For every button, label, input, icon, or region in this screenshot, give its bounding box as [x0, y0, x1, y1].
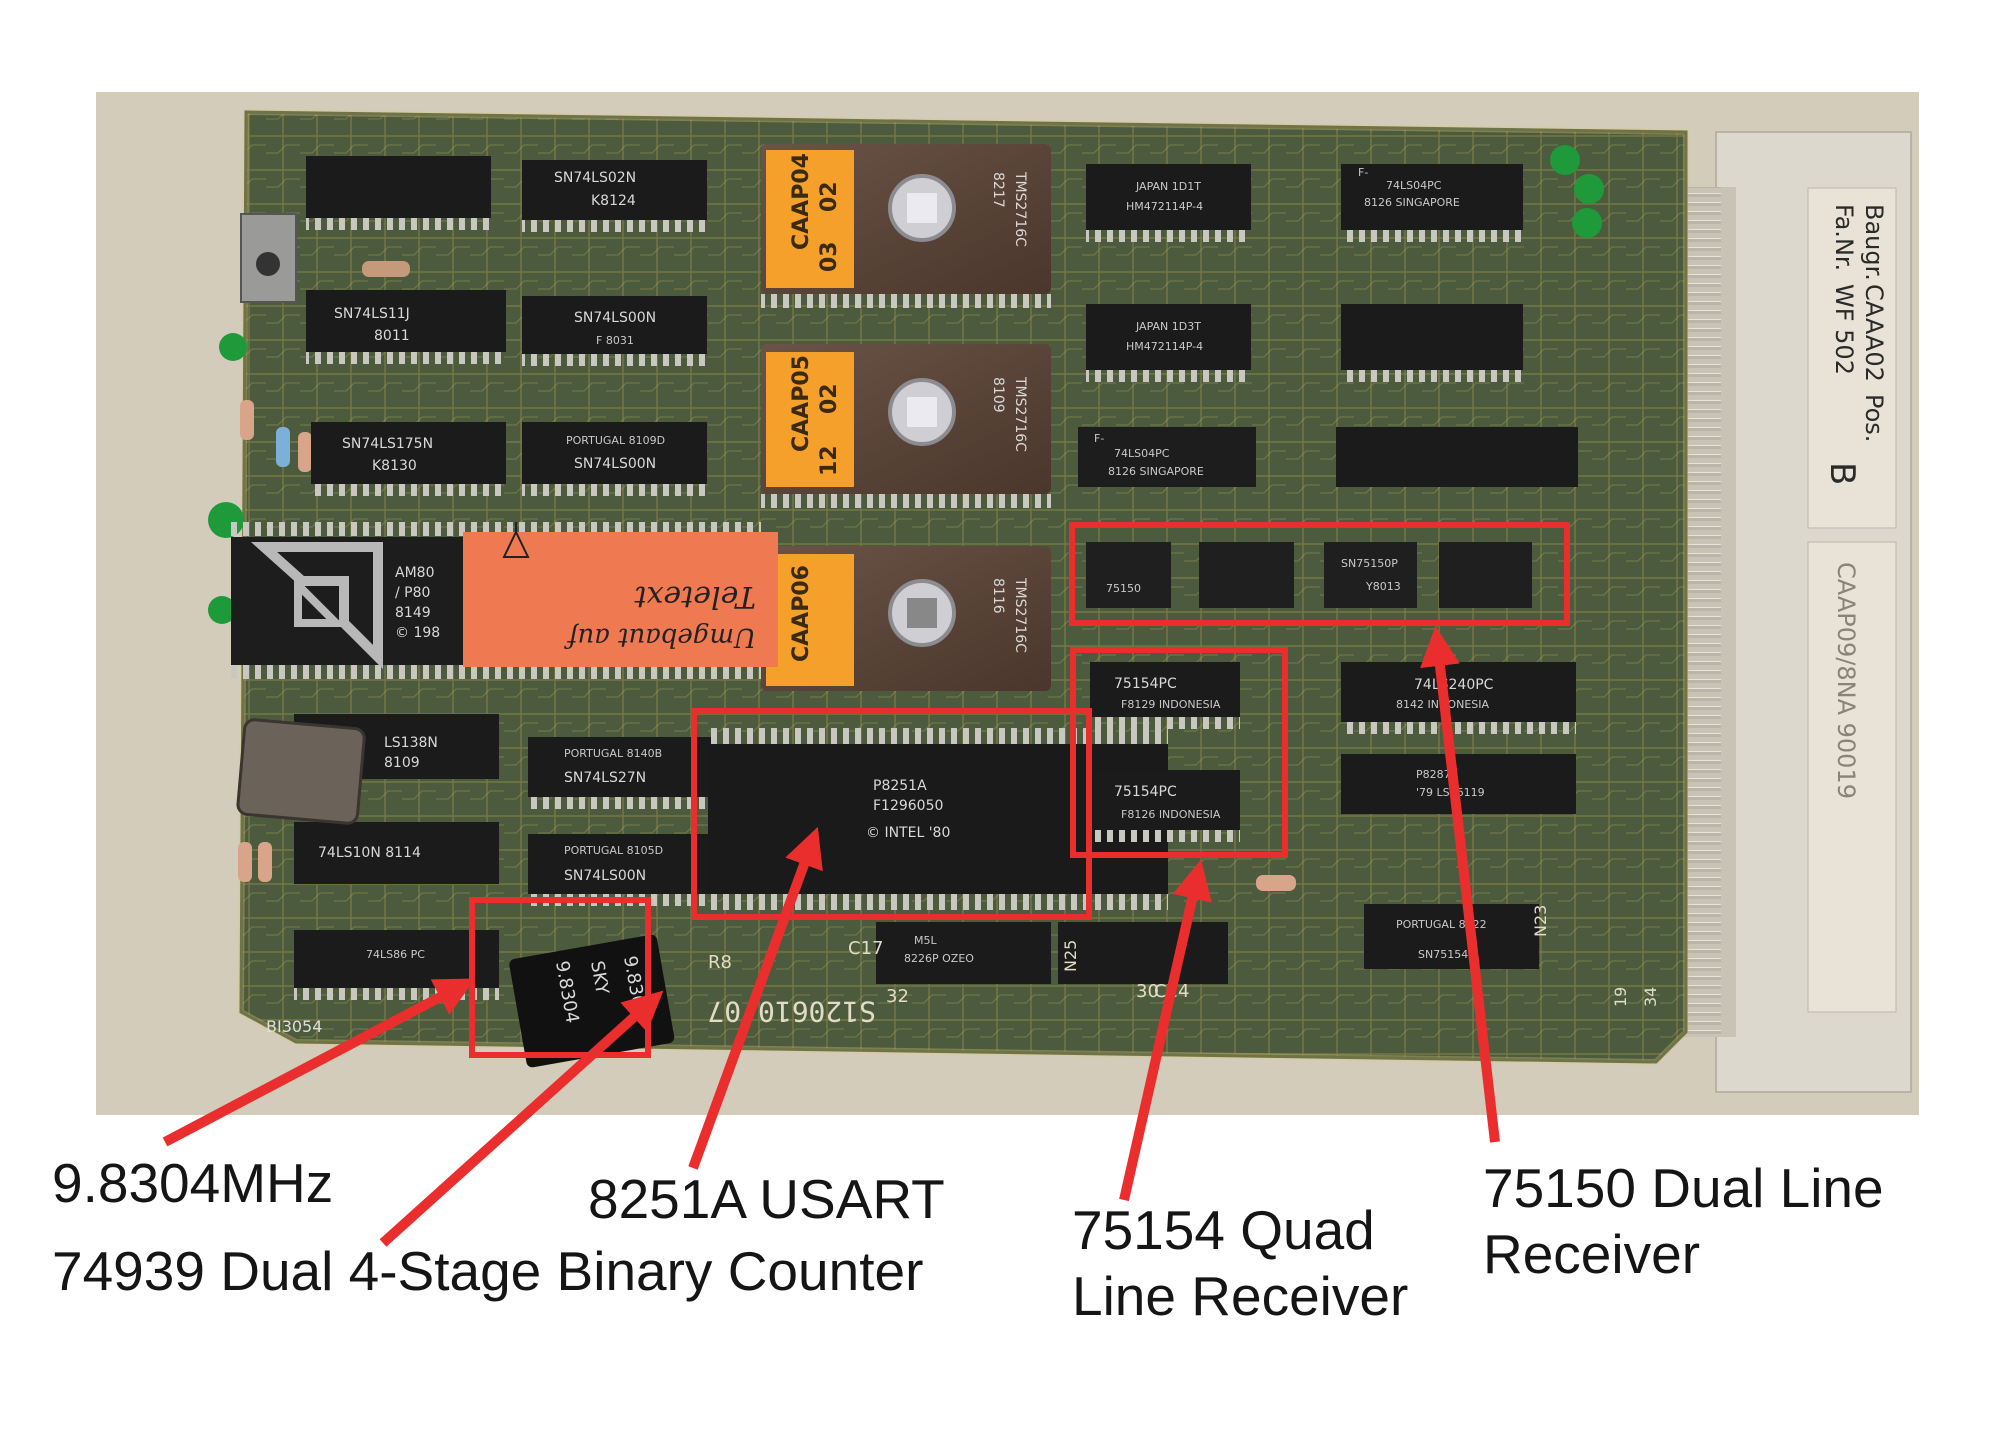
green-capacitors [208, 145, 1604, 624]
fanr-label: Fa.Nr. [1830, 204, 1858, 271]
silk-n19: 19 [1611, 987, 1630, 1007]
silk-board-id: S120610/07 [707, 995, 876, 1028]
label-crystal-freq: 9.8304MHz [52, 1152, 334, 1214]
eproms [761, 144, 1051, 691]
sticker-line2: Umgebaut auf [564, 622, 756, 652]
silk-n32: 32 [886, 986, 909, 1007]
chip-n79: '79 LS06119 [1416, 786, 1485, 799]
chip-m5l: M5L [914, 934, 937, 947]
tms2716-a-code: 8217 [990, 172, 1006, 208]
fanr-value: WF 502 [1830, 284, 1858, 375]
silk-c17: C17 [848, 938, 883, 959]
label-binary-counter: 74939 Dual 4-Stage Binary Counter [52, 1240, 924, 1302]
eprom-caap05-n1: 02 [817, 383, 842, 414]
teletext-sticker: Teletext Umgebaut auf [463, 522, 778, 667]
silk-c14: C14 [1154, 981, 1189, 1002]
label-75154-receiver: 75154 Quad Line Receiver [1072, 1199, 1409, 1327]
chip-ls138n: LS138N [384, 735, 438, 751]
silk-n23: N23 [1531, 905, 1550, 937]
chip-portugal-8140b: PORTUGAL 8140B [564, 747, 662, 760]
chip-sn74ls00n-c: SN74LS00N [564, 868, 646, 884]
chip-k8124: K8124 [591, 193, 636, 209]
eprom-label-caap06: CAAP06 [789, 565, 814, 662]
chip-portugal-8122: PORTUGAL 8122 [1396, 918, 1487, 931]
eprom-caap04-n1: 02 [817, 181, 842, 212]
chip-p8251a: P8251A [873, 778, 927, 794]
chip-f8031: F 8031 [596, 334, 634, 347]
chip-portugal-8105d: PORTUGAL 8105D [564, 844, 663, 857]
chip-ls86: 74LS86 PC [366, 948, 425, 961]
tms2716-c-code: 8116 [990, 578, 1006, 614]
chip-intel80: © INTEL '80 [866, 825, 950, 841]
chip-sn74ls175n: SN74LS175N [342, 436, 433, 452]
pcb-photo: Baugr. CAAA02 Pos. Fa.Nr. WF 502 B CAAP0… [96, 92, 1919, 1115]
chip-sn74ls00n-a: SN74LS00N [574, 310, 656, 326]
chip-f-prefix-b: F- [1094, 432, 1104, 445]
silk-n34: 34 [1641, 987, 1660, 1007]
chip-hm-1: HM472114P-4 [1126, 200, 1203, 213]
chip-ls04-a: 74LS04PC [1386, 179, 1442, 192]
chip-8011: 8011 [374, 328, 410, 344]
chip-f8129: F8129 INDONESIA [1121, 698, 1221, 711]
chip-am-c198: © 198 [395, 625, 440, 641]
chip-sn74ls11j: SN74LS11J [334, 306, 410, 322]
sticker-line1: Teletext [633, 579, 756, 614]
chip-f-prefix-a: F- [1358, 166, 1368, 179]
chip-f8126: F8126 INDONESIA [1121, 808, 1221, 821]
eprom-caap05-n2: 12 [817, 445, 842, 476]
tms2716-b-code: 8109 [990, 377, 1006, 413]
tms2716-b: TMS2716C [1012, 376, 1028, 452]
chip-y8013: Y8013 [1365, 580, 1401, 593]
silk-r8: R8 [708, 952, 732, 973]
chip-8142: 8142 INDONESIA [1396, 698, 1489, 711]
chip-sn74ls00n-b: SN74LS00N [574, 456, 656, 472]
label-75150-receiver: 75150 Dual Line Receiver [1483, 1157, 1884, 1285]
chip-am-8149: 8149 [395, 605, 431, 621]
chip-sn75150p: SN75150P [1341, 557, 1398, 570]
chip-75154-b: 75154PC [1114, 784, 1177, 800]
chip-8109: 8109 [384, 755, 420, 771]
chip-sn74ls02n: SN74LS02N [554, 170, 636, 186]
label-usart: 8251A USART [588, 1168, 945, 1230]
chip-ls04-b-sub: 8126 SINGAPORE [1108, 465, 1204, 478]
eprom-label-caap04: CAAP04 [789, 153, 814, 250]
chip-k8130: K8130 [372, 458, 417, 474]
chip-f1296050: F1296050 [873, 798, 943, 814]
chip-sn74ls27n: SN74LS27N [564, 770, 646, 786]
chip-ls04-a-sub: 8126 SINGAPORE [1364, 196, 1460, 209]
chip-sn75154n: SN75154N [1418, 948, 1476, 961]
silk-part-no: BI3054 [266, 1017, 322, 1036]
chip-japan-2: JAPAN 1D3T [1135, 320, 1201, 333]
connector-tag: CAAP09/8NA 90019 [1832, 562, 1860, 799]
baugr-value: CAAA02 [1860, 284, 1888, 382]
baugr-label: Baugr. [1860, 204, 1888, 281]
eprom-caap04-n2: 03 [817, 241, 842, 272]
amd-logo-icon [250, 542, 383, 670]
chip-am80: AM80 [395, 565, 434, 581]
pos-value: B [1822, 462, 1862, 485]
chip-75150-a: 75150 [1106, 582, 1141, 595]
chip-ls10n: 74LS10N 8114 [318, 845, 421, 861]
tms2716-a: TMS2716C [1012, 171, 1028, 247]
chip-75154-a: 75154PC [1114, 676, 1177, 692]
pos-label: Pos. [1860, 394, 1888, 442]
chip-p8287: P8287 [1416, 768, 1451, 781]
chip-portugal-8109d: PORTUGAL 8109D [566, 434, 665, 447]
silk-n25: N25 [1061, 940, 1080, 972]
eprom-label-caap05: CAAP05 [789, 355, 814, 452]
resistors [238, 261, 1296, 891]
chip-ls04-b: 74LS04PC [1114, 447, 1170, 460]
chip-ls240: 74LS240PC [1414, 677, 1494, 693]
tms2716-c: TMS2716C [1012, 577, 1028, 653]
chip-am-p80: / P80 [395, 585, 430, 601]
chip-hm-2: HM472114P-4 [1126, 340, 1203, 353]
chip-m8226p: 8226P OZEO [904, 952, 974, 965]
chip-japan-1: JAPAN 1D1T [1135, 180, 1201, 193]
